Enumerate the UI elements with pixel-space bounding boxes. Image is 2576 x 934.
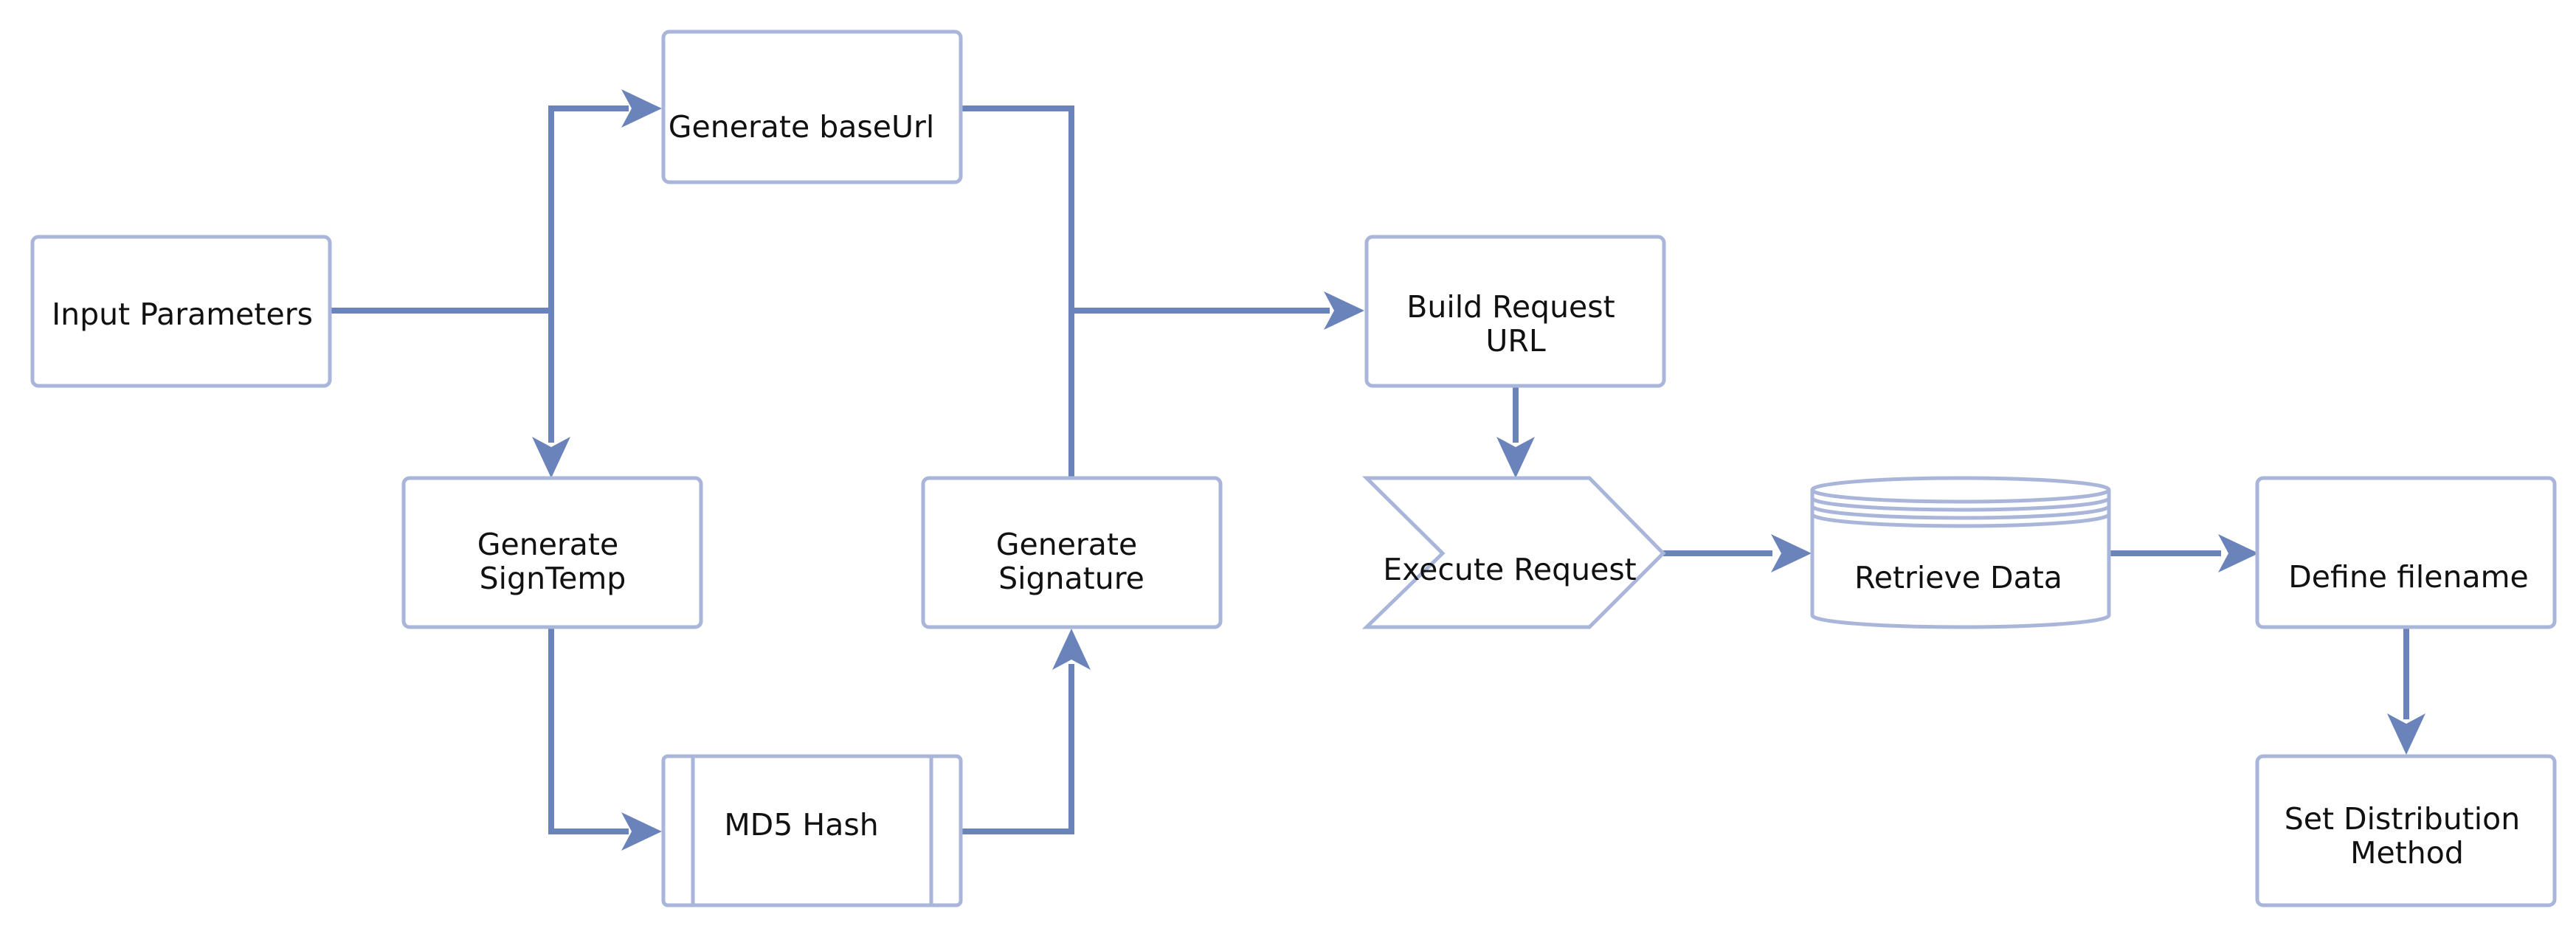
node-define-filename: Define filename <box>2255 476 2557 629</box>
node-retrieve-data: Retrieve Data <box>1810 476 2111 629</box>
node-label-line: SignTemp <box>480 561 626 596</box>
edges <box>330 89 2425 851</box>
node-generate-baseurl: Generate baseUrl <box>661 30 963 184</box>
svg-text:Execute Request: Execute Request <box>1383 552 1637 587</box>
node-label-line: Generate baseUrl <box>669 109 935 145</box>
node-generate-signature: Generate Signature <box>921 476 1223 629</box>
node-input-parameters: Input Parameters <box>30 235 332 388</box>
svg-text:Build Request URL: Build Request URL <box>1406 289 1625 359</box>
node-label-line: MD5 Hash <box>724 807 878 843</box>
node-label-line: Execute Request <box>1383 552 1637 587</box>
arrowhead-build-url <box>1324 291 1364 330</box>
node-label-line: URL <box>1485 323 1545 359</box>
arrowhead-retrieve <box>1771 534 1812 572</box>
svg-text:Retrieve Data: Retrieve Data <box>1854 560 2062 595</box>
edge-junction-to-baseurl <box>548 105 629 311</box>
arrowhead-distribution <box>2387 713 2425 755</box>
svg-text:Generate Signature: Generate Signature <box>996 527 1147 596</box>
node-set-distribution-method: Set Distribution Method <box>2255 754 2557 907</box>
node-execute-request: Execute Request <box>1361 476 1666 629</box>
node-label-line: Method <box>2350 835 2464 871</box>
node-label-line: Signature <box>998 561 1144 596</box>
edge-signtemp-to-md5 <box>548 627 629 834</box>
arrowhead-signature <box>1052 629 1091 670</box>
node-label-line: Retrieve Data <box>1854 560 2062 595</box>
edge-baseurl-to-merge <box>961 105 1074 478</box>
node-label-line: Generate <box>996 527 1138 562</box>
node-label-line: Build Request <box>1406 289 1615 325</box>
arrowhead-execute <box>1496 437 1535 478</box>
arrowhead-signtemp <box>532 437 570 478</box>
edge-md5-to-signature <box>961 664 1074 834</box>
svg-text:Define filename: Define filename <box>2288 559 2529 595</box>
node-md5-hash: MD5 Hash <box>661 754 963 907</box>
node-build-request-url: Build Request URL <box>1364 235 1666 388</box>
svg-text:MD5 Hash: MD5 Hash <box>724 807 878 843</box>
svg-text:Input Parameters: Input Parameters <box>52 297 313 332</box>
node-label-line: Input Parameters <box>52 297 313 332</box>
node-label-line: Define filename <box>2288 559 2529 595</box>
svg-text:Generate SignTemp: Generate SignTemp <box>477 527 629 596</box>
arrowhead-filename <box>2218 534 2259 572</box>
arrowhead-md5 <box>621 812 662 851</box>
arrowhead-baseurl <box>621 89 662 128</box>
node-label-line: Generate <box>477 527 619 562</box>
svg-text:Set Distribution Method: Set Distribution Method <box>2285 801 2530 871</box>
node-label-line: Set Distribution <box>2285 801 2521 837</box>
svg-text:Generate baseUrl: Generate baseUrl <box>669 109 935 145</box>
node-generate-signtemp: Generate SignTemp <box>401 476 703 629</box>
